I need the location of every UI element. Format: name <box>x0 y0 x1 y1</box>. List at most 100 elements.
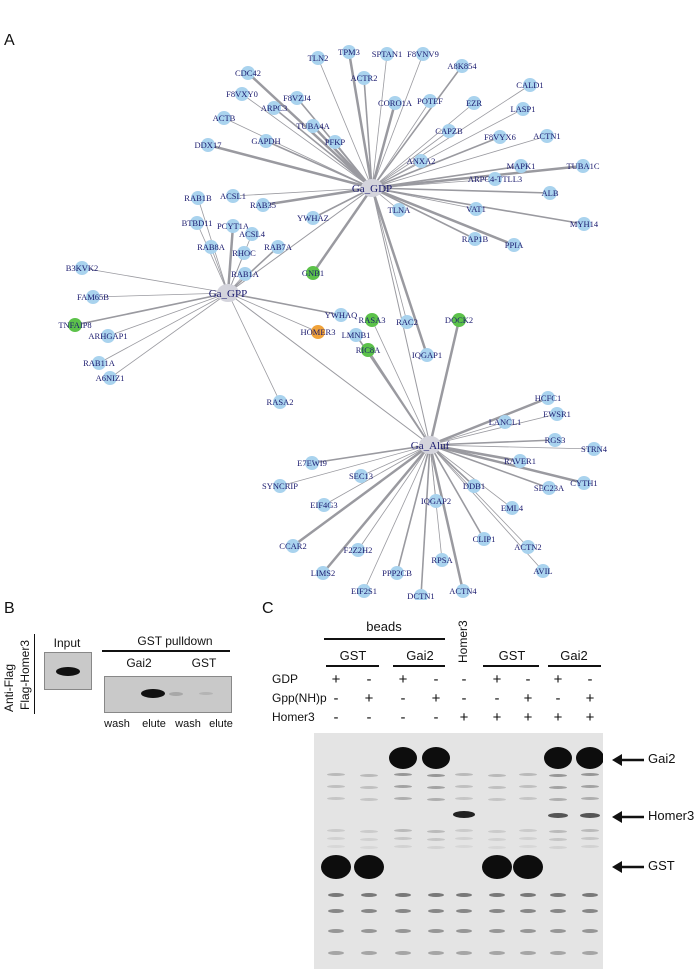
network-node <box>516 102 530 116</box>
network-node-label: CLIP1 <box>473 534 496 544</box>
condition-sign: - <box>587 671 593 688</box>
minor-band <box>582 951 598 955</box>
network-node-label: RAB11A <box>83 358 116 368</box>
network-node <box>540 129 554 143</box>
network-node-label: CORO1A <box>378 98 413 108</box>
group-header-gst-1: GST <box>339 648 367 663</box>
minor-band <box>488 830 506 833</box>
network-edge <box>428 444 465 592</box>
minor-band <box>328 951 344 955</box>
hub-node <box>361 179 383 197</box>
network-node-label: ACTN2 <box>514 542 541 552</box>
network-edge <box>429 444 550 489</box>
network-node-label: TLN2 <box>308 53 329 63</box>
minor-band <box>456 893 472 897</box>
network-node <box>306 211 320 225</box>
faint-band-2 <box>199 692 213 695</box>
network-node-label: SEC13 <box>349 471 373 481</box>
condition-sign: + <box>431 690 441 707</box>
network-node <box>311 325 325 339</box>
network-edge <box>360 444 431 477</box>
minor-band <box>327 837 345 840</box>
network-node-label: EIF4G3 <box>310 500 337 510</box>
minor-band <box>581 837 599 840</box>
condition-sign: + <box>364 690 374 707</box>
network-node-label: RAC2 <box>396 317 418 327</box>
network-node <box>536 564 550 578</box>
network-node <box>365 313 379 327</box>
gai2-band <box>576 747 603 769</box>
minor-band <box>427 798 445 801</box>
minor-band <box>395 909 411 913</box>
network-edge <box>109 292 229 379</box>
network-edge <box>292 443 431 548</box>
network-edge <box>371 100 431 189</box>
network-edge <box>317 57 373 189</box>
network-node-label: CAPZB <box>435 126 463 136</box>
lane-wash-1: wash <box>104 718 130 730</box>
minor-band <box>427 846 445 849</box>
network-node <box>235 87 249 101</box>
condition-sign: - <box>400 690 406 707</box>
gst-band <box>354 855 384 879</box>
minor-band <box>427 838 445 841</box>
network-node-label: A6NIZ1 <box>96 373 125 383</box>
flag-homer3-label: Flag-Homer3 <box>18 639 32 710</box>
network-node <box>361 343 375 357</box>
network-node <box>467 96 481 110</box>
network-edge <box>420 444 431 597</box>
network-node-label: PPP2CB <box>382 568 412 578</box>
condition-sign: - <box>555 690 561 707</box>
input-band <box>56 667 80 676</box>
network-node <box>548 433 562 447</box>
network-edge <box>232 187 373 197</box>
group-gai2-label: Gai2 <box>126 656 152 670</box>
network-edge <box>371 130 450 189</box>
network-node <box>286 539 300 553</box>
minor-band <box>582 909 598 913</box>
network-node-label: ACSL4 <box>239 229 266 239</box>
network-node-label: DCTN1 <box>407 591 434 600</box>
network-edge <box>311 187 374 274</box>
minor-band <box>394 829 412 832</box>
network-edge <box>196 222 229 294</box>
network-node-label: TLNA <box>388 205 412 215</box>
network-node <box>259 134 273 148</box>
minor-band <box>488 786 506 789</box>
minor-band <box>360 798 378 801</box>
panel-b-letter: B <box>4 600 15 617</box>
minor-band <box>581 797 599 800</box>
minor-band <box>455 845 473 848</box>
network-edge <box>207 143 373 190</box>
network-node-label: RAB8A <box>197 242 226 252</box>
network-edge <box>371 102 475 189</box>
network-node-label: A8K854 <box>447 61 477 71</box>
input-blot <box>44 652 92 690</box>
network-node <box>357 71 371 85</box>
network-node <box>271 240 285 254</box>
minor-band <box>488 846 506 849</box>
network-node-label: RASA3 <box>359 315 386 325</box>
hub-link <box>227 187 373 294</box>
network-edge <box>370 102 397 189</box>
lane-elute-1: elute <box>142 718 166 730</box>
network-node-label: SYNCRIP <box>262 481 298 491</box>
network-node-label: EIF2S1 <box>351 586 377 596</box>
condition-sign: + <box>553 709 563 726</box>
network-node-label: F8VXY0 <box>226 89 258 99</box>
network-node <box>414 589 428 600</box>
network-node <box>241 66 255 80</box>
network-node <box>514 159 528 173</box>
condition-sign: - <box>333 709 339 726</box>
group-bar-2 <box>393 665 445 667</box>
minor-band <box>550 929 566 933</box>
minor-band <box>427 786 445 789</box>
condition-sign: - <box>461 671 467 688</box>
network-node <box>267 101 281 115</box>
hub-label: Ga_Aluf <box>411 440 450 452</box>
network-node-label: MYH14 <box>570 219 599 229</box>
network-node-label: SPTAN1 <box>372 49 403 59</box>
minor-band <box>519 797 537 800</box>
network-node <box>75 261 89 275</box>
network-node-label: F8VYX6 <box>484 132 516 142</box>
